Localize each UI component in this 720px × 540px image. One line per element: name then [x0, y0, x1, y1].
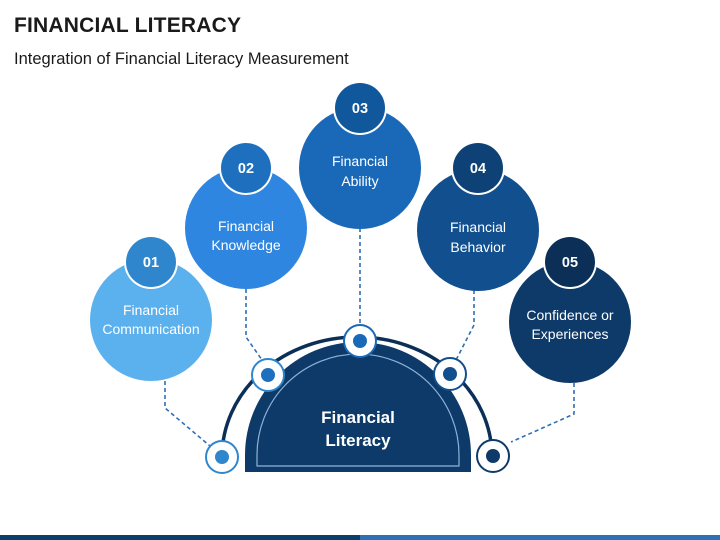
- page-subtitle: Integration of Financial Literacy Measur…: [14, 50, 349, 68]
- bottom-bar-segment-left: [0, 535, 360, 540]
- node-03-label-line1: Financial: [332, 153, 388, 169]
- arc-markers: [205, 324, 510, 474]
- connector-04: [455, 290, 475, 361]
- node-04-number: 04: [470, 161, 486, 177]
- connector-02: [245, 289, 263, 361]
- node-05: 05 Confidence or Experiences: [509, 235, 631, 383]
- center-dome: [245, 342, 471, 472]
- node-03: 03 Financial Ability: [299, 81, 421, 229]
- node-02: 02 Financial Knowledge: [185, 141, 307, 289]
- bottom-bar-segment-right: [360, 535, 720, 540]
- node-02-label-line1: Financial: [218, 218, 274, 234]
- node-01: 01 Financial Communication: [90, 235, 212, 381]
- connectors: [164, 228, 575, 447]
- node-01-label-line2: Communication: [102, 321, 199, 337]
- center-label-line2: Literacy: [325, 431, 391, 450]
- node-04: 04 Financial Behavior: [417, 141, 539, 291]
- node-02-label-line2: Knowledge: [211, 237, 280, 253]
- node-05-number: 05: [562, 255, 578, 271]
- node-03-number: 03: [352, 101, 368, 117]
- marker-01: [205, 440, 239, 474]
- marker-03: [343, 324, 377, 358]
- connector-05: [510, 383, 575, 443]
- marker-05: [476, 439, 510, 473]
- bottom-accent-bar: [0, 535, 720, 540]
- node-01-number: 01: [143, 255, 159, 271]
- node-03-label-line2: Ability: [341, 173, 378, 189]
- node-05-label-line2: Experiences: [531, 326, 608, 342]
- node-04-label-line2: Behavior: [450, 239, 506, 255]
- node-02-number: 02: [238, 161, 254, 177]
- center-label-line1: Financial: [321, 408, 395, 427]
- connector-01: [164, 381, 211, 447]
- node-04-label-line1: Financial: [450, 219, 506, 235]
- node-01-label-line1: Financial: [123, 302, 179, 318]
- marker-04: [433, 357, 467, 391]
- page-title: FINANCIAL LITERACY: [14, 14, 242, 37]
- node-05-label-line1: Confidence or: [526, 307, 614, 323]
- marker-02: [251, 358, 285, 392]
